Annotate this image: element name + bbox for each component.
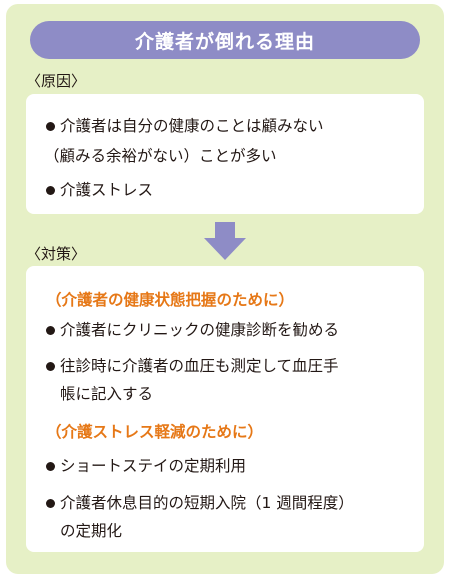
cause-item-1-line1: 介護者は自分の健康のことは顧みない	[60, 117, 324, 135]
measures-item-2-line1: 往診時に介護者の血圧も測定して血圧手	[60, 357, 339, 375]
bullet-icon	[46, 499, 55, 508]
measures-item-4-line2: の定期化	[60, 522, 123, 540]
cause-item-2-line1: 介護ストレス	[60, 181, 154, 199]
bullet-icon	[46, 362, 55, 371]
cause-box: 介護者は自分の健康のことは顧みない （顧みる余裕がない）ことが多い 介護ストレス	[26, 94, 424, 214]
bullet-icon	[46, 122, 55, 131]
measures-heading-1: （介護者の健康状態把握のために）	[46, 291, 295, 309]
measures-label: 〈対策〉	[26, 245, 87, 263]
bullet-icon	[46, 186, 55, 195]
measures-item-2-line2: 帳に記入する	[60, 385, 154, 403]
measures-item-3-line1: ショートステイの定期利用	[60, 457, 247, 475]
bullet-icon	[46, 326, 55, 335]
cause-item-1-line2: （顧みる余裕がない）ことが多い	[44, 147, 277, 165]
measures-item-4-line1: 介護者休息目的の短期入院（1 週間程度）	[60, 494, 354, 512]
page-title: 介護者が倒れる理由	[30, 21, 420, 59]
cause-label: 〈原因〉	[26, 72, 87, 90]
measures-item-1-line1: 介護者にクリニックの健康診断を勧める	[60, 321, 340, 339]
bullet-icon	[46, 462, 55, 471]
down-arrow-icon	[204, 222, 246, 260]
measures-box: （介護者の健康状態把握のために） 介護者にクリニックの健康診断を勧める 往診時に…	[26, 266, 424, 552]
measures-heading-2: （介護ストレス軽減のために）	[46, 423, 264, 441]
